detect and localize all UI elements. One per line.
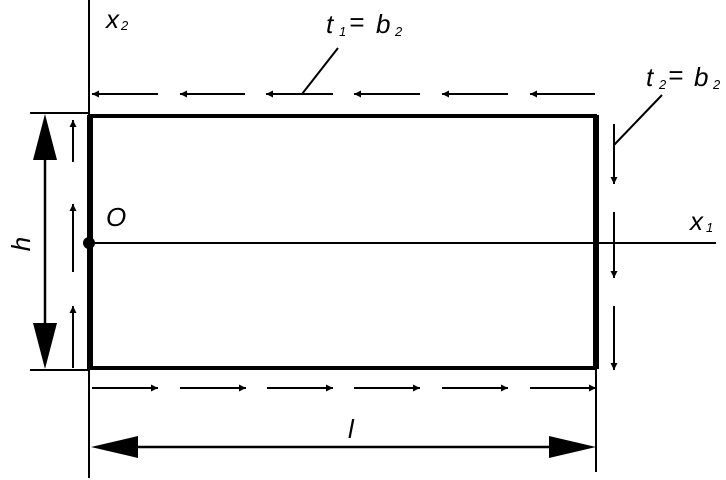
t1-leader <box>301 47 339 95</box>
svg-text:t: t <box>646 62 655 92</box>
svg-text:b: b <box>376 9 390 39</box>
svg-text:1: 1 <box>339 24 346 39</box>
svg-text:b: b <box>694 62 708 92</box>
x1-label: x <box>688 206 704 236</box>
length-label: l <box>348 414 355 444</box>
origin-point <box>83 237 95 249</box>
svg-text:2: 2 <box>658 77 667 92</box>
x2-label: x <box>104 4 120 34</box>
t1-label: t 1 = b 2 <box>326 7 403 39</box>
t2-label: t 2 = b 2 <box>646 60 721 92</box>
h-arrow-up <box>33 114 57 160</box>
svg-text:2: 2 <box>394 24 403 39</box>
origin-label: O <box>106 202 126 232</box>
l-arrow-left <box>91 436 138 458</box>
l-arrow-right <box>549 436 596 458</box>
x2-subscript: 2 <box>120 18 129 33</box>
x1-subscript: 1 <box>706 220 713 235</box>
svg-text:2: 2 <box>712 77 721 92</box>
svg-text:=: = <box>349 7 364 37</box>
h-arrow-down <box>33 323 57 369</box>
height-label: h <box>6 237 36 251</box>
t2-leader <box>613 94 663 146</box>
svg-text:=: = <box>668 60 683 90</box>
svg-text:t: t <box>326 9 335 39</box>
